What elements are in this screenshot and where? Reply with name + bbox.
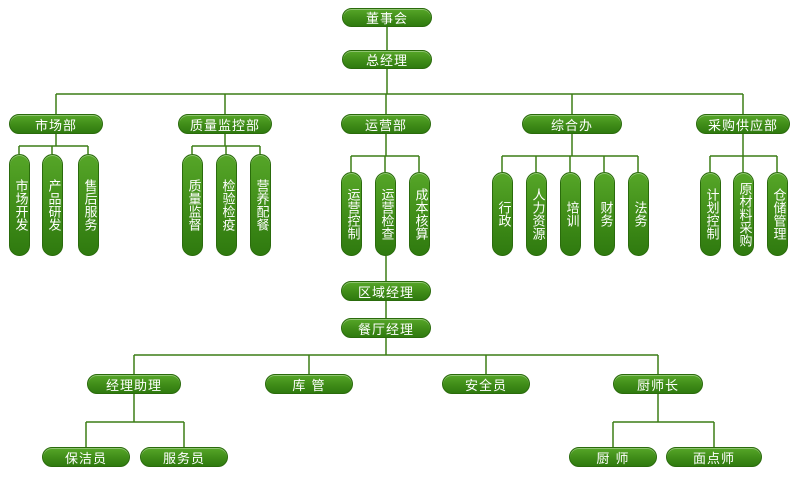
unit-market-development: 市场开发: [9, 154, 30, 256]
unit-cost-accounting: 成本核算: [409, 172, 430, 256]
node-procurement-dept: 采购供应部: [696, 114, 790, 134]
unit-plan-control: 计划控制: [700, 172, 721, 256]
unit-quality-supervision: 质量监督: [182, 154, 203, 256]
unit-legal: 法务: [628, 172, 649, 256]
unit-administration: 行政: [492, 172, 513, 256]
node-quality-dept: 质量监控部: [178, 114, 272, 134]
node-board: 董事会: [342, 8, 432, 27]
node-regional-manager: 区域经理: [341, 281, 431, 301]
node-security-officer: 安全员: [442, 374, 530, 394]
node-pastry-chef: 面点师: [666, 447, 762, 467]
node-general-manager: 总经理: [342, 50, 432, 69]
unit-human-resources: 人力资源: [526, 172, 547, 256]
node-marketing-dept: 市场部: [9, 114, 103, 134]
unit-product-rd: 产品研发: [42, 154, 63, 256]
unit-operations-control: 运营控制: [341, 172, 362, 256]
node-storekeeper: 库 管: [265, 374, 353, 394]
unit-after-sales: 售后服务: [78, 154, 99, 256]
node-admin-office: 综合办: [522, 114, 622, 134]
unit-training: 培训: [560, 172, 581, 256]
unit-raw-material-purchasing: 原材料采购: [733, 172, 754, 256]
node-restaurant-manager: 餐厅经理: [341, 318, 431, 338]
unit-finance: 财务: [594, 172, 615, 256]
node-cook: 厨 师: [569, 447, 657, 467]
unit-operations-inspection: 运营检查: [375, 172, 396, 256]
unit-warehouse-management: 仓储管理: [767, 172, 788, 256]
node-operations-dept: 运营部: [341, 114, 431, 134]
node-cleaner: 保洁员: [42, 447, 130, 467]
node-assistant-manager: 经理助理: [87, 374, 181, 394]
unit-nutrition-catering: 营养配餐: [250, 154, 271, 256]
node-waiter: 服务员: [140, 447, 228, 467]
node-head-chef: 厨师长: [613, 374, 703, 394]
unit-inspection-quarantine: 检验检疫: [216, 154, 237, 256]
